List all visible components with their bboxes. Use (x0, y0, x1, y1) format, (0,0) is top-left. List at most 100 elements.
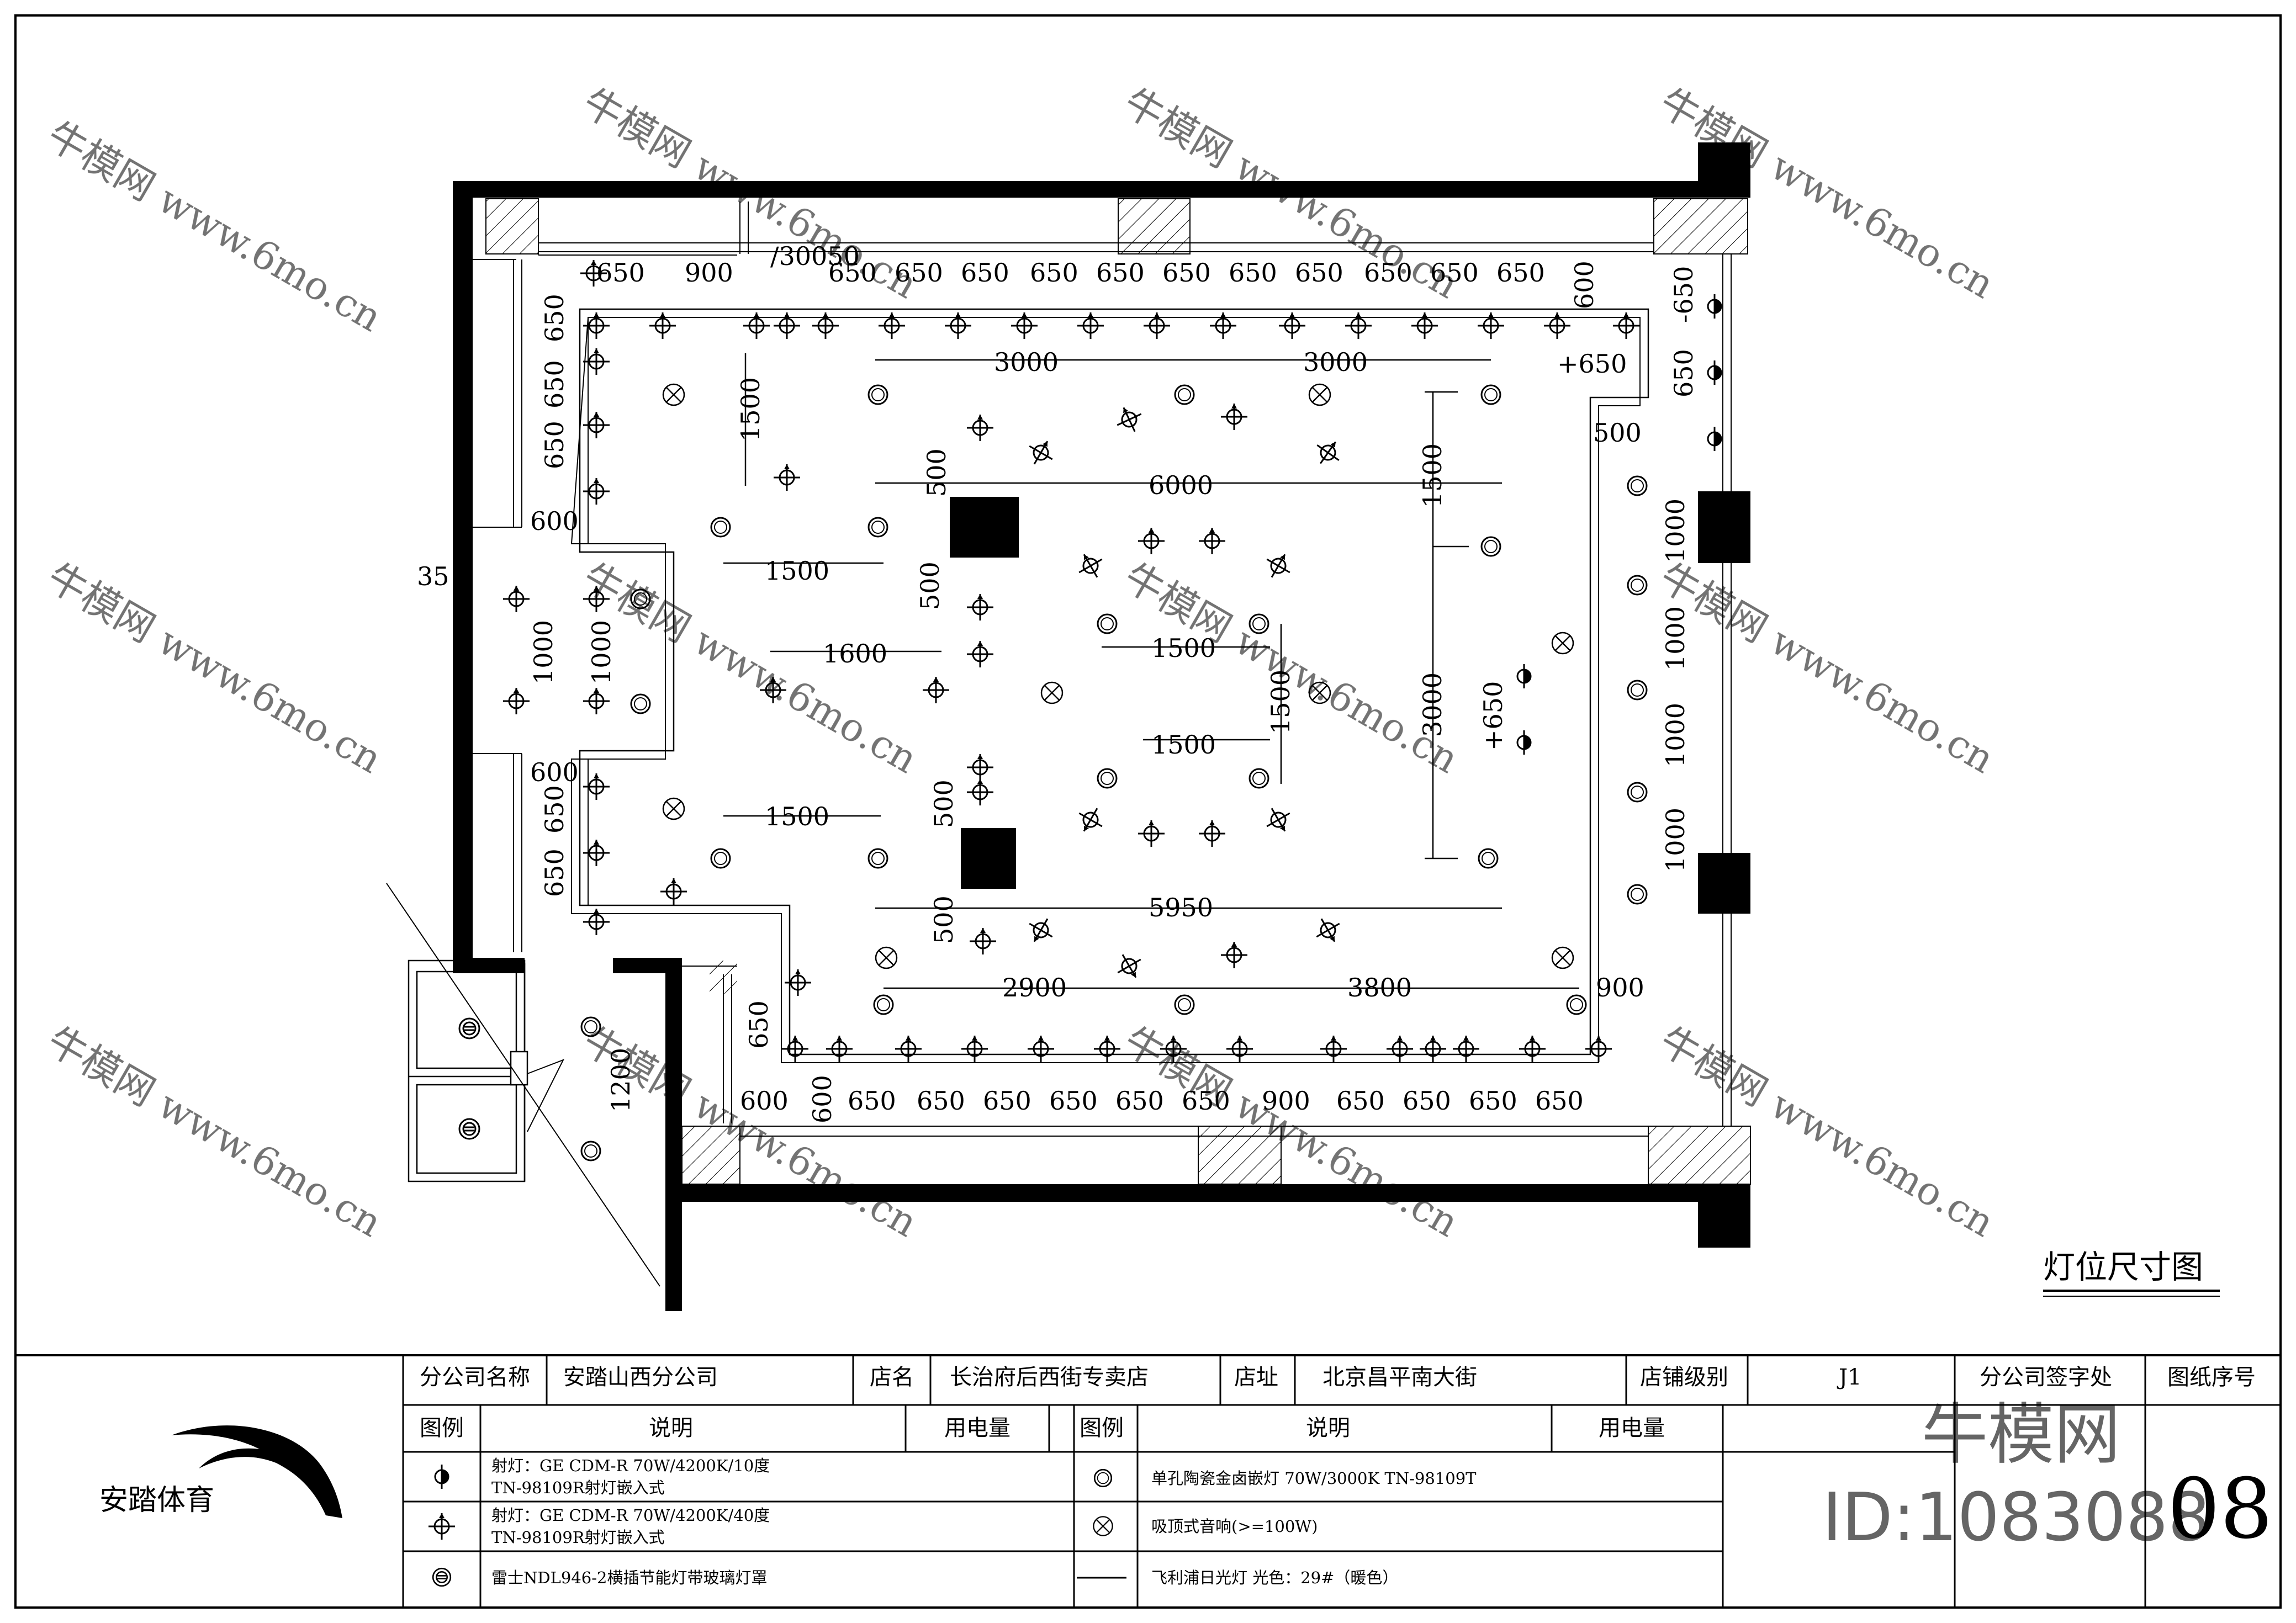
dim-left-35: 35 (417, 561, 449, 591)
dim-bottom-left-650: 650 (744, 1000, 774, 1049)
dim-center: 1500 (765, 802, 829, 831)
dim-center: 1600 (823, 639, 887, 669)
dim-bottom: 650 (1469, 1086, 1517, 1116)
ceiling-speaker-icon (1093, 1516, 1113, 1536)
wall-left (453, 181, 473, 973)
dim-center: 500 (929, 895, 959, 944)
dim-top: 650 (961, 258, 1009, 288)
column-right-1 (1698, 491, 1750, 563)
dim-top: 650 (1096, 258, 1145, 288)
dim-top-right-650: +650 (1557, 349, 1627, 379)
dim-top: 650 (1030, 258, 1078, 288)
dim-entry-1200: 1200 (606, 1048, 636, 1112)
logo-text: 安踏体育 (99, 1484, 214, 1517)
column-center-1 (950, 497, 1019, 558)
tb-label-store: 店名 (870, 1365, 914, 1390)
dim-center: 6000 (1149, 470, 1213, 500)
title-block: 安踏体育 分公司名称 安踏山西分公司 店名 长治府后西街专卖店 店址 北京昌平南… (14, 1354, 2282, 1609)
dim-center: 3000 (1303, 347, 1368, 377)
legend-desc: 射灯：GE CDM-R 70W/4200K/10度 (491, 1456, 770, 1475)
dim-left-650: 650 (539, 294, 569, 342)
dim-center: 1500 (765, 556, 829, 586)
legend-desc: 吸顶式音响(>=100W) (1151, 1517, 1318, 1536)
dim-top: 650 (1496, 258, 1545, 288)
dim-bottom: 900 (1262, 1086, 1310, 1116)
dim-left-650: 650 (539, 360, 569, 409)
anta-logo (171, 1425, 342, 1518)
back-room (386, 883, 660, 1287)
dim-bottom: 650 (848, 1086, 896, 1116)
legend-desc: 雷士NDL946-2横插节能灯带玻璃灯罩 (491, 1568, 768, 1587)
legend-desc: 飞利浦日光灯 光色：29#（暖色） (1151, 1568, 1398, 1587)
wall-entry-top-right (613, 958, 682, 973)
legend-desc: TN-98109R射灯嵌入式 (491, 1528, 665, 1547)
dim-center: 1500 (1266, 670, 1295, 734)
dim-left-650-lower: 650 (539, 848, 569, 897)
dim-top: 650 (1295, 258, 1343, 288)
svg-text:牛模网 www.6mo.cn: 牛模网 www.6mo.cn (1117, 1018, 1467, 1246)
fluorescent-lines (723, 353, 1579, 989)
watermark-id: ID:1083088 (1822, 1479, 2210, 1556)
dim-right-650b: -650 (1669, 266, 1699, 323)
dim-left-650-lower: 650 (539, 785, 569, 834)
dim-bottom: 600 (740, 1086, 789, 1116)
dim-left-600b: 600 (530, 757, 579, 787)
wall-top-right-block (1698, 142, 1750, 198)
watermark-brand: 牛模网 (1922, 1397, 2120, 1473)
dim-top: 650 (1430, 258, 1479, 288)
floor-plan: 650 900 /30050 650 650 650 650 650 650 6… (386, 142, 2220, 1311)
tb-value-store: 长治府后西街专卖店 (950, 1365, 1149, 1390)
desc-header: 说明 (649, 1415, 693, 1441)
dim-center: +650 (1478, 681, 1508, 751)
dim-right-1000: 1000 (1660, 606, 1690, 671)
dim-bottom: 650 (1115, 1086, 1164, 1116)
dim-top: 650 (895, 258, 943, 288)
dim-top: 650 (828, 258, 877, 288)
dim-top: 650 (596, 258, 645, 288)
dim-center: 500 (929, 779, 959, 828)
desc-header: 说明 (1306, 1415, 1350, 1441)
dim-center: 3000 (1417, 672, 1447, 737)
dim-bottom: 650 (917, 1086, 965, 1116)
svg-text:牛模网 www.6mo.cn: 牛模网 www.6mo.cn (40, 554, 390, 782)
sheet-number: 08 (2167, 1461, 2273, 1557)
hatch-3 (1653, 198, 1748, 254)
dim-top-right: 600 (1569, 261, 1599, 309)
dim-top: 900 (685, 258, 733, 288)
legend-desc: 射灯：GE CDM-R 70W/4200K/40度 (491, 1506, 770, 1525)
dim-top: /30050 (770, 241, 860, 271)
dim-center: 1500 (736, 377, 765, 442)
dim-center: 3000 (994, 347, 1059, 377)
dim-right-1000: 1000 (1660, 808, 1690, 872)
hatch-6 (1648, 1126, 1751, 1185)
dim-center: 1500 (1151, 730, 1216, 760)
hatch-4 (681, 1126, 740, 1185)
dim-bottom: 650 (1336, 1086, 1385, 1116)
dim-bottom: 650 (1535, 1086, 1584, 1116)
dim-center: 1500 (1417, 443, 1447, 508)
dim-left-1000b: 1000 (586, 620, 616, 685)
legend-desc: TN-98109R射灯嵌入式 (491, 1478, 665, 1497)
tb-value-address: 北京昌平南大街 (1322, 1365, 1477, 1390)
dim-center: 500 (915, 561, 945, 610)
wall-bottom (665, 1184, 1709, 1202)
dim-right-1000: 1000 (1660, 498, 1690, 563)
energy-saving-lamp-icon (458, 1017, 480, 1039)
svg-text:牛模网 www.6mo.cn: 牛模网 www.6mo.cn (40, 113, 390, 341)
spotlight-10deg-icon (434, 1463, 449, 1490)
ceiling-outline-inner (570, 317, 1641, 1063)
tb-value-level: J1 (1837, 1365, 1861, 1390)
tb-label-company: 分公司名称 (420, 1365, 530, 1390)
svg-text:牛模网 www.6mo.cn: 牛模网 www.6mo.cn (40, 1018, 390, 1246)
dim-right-650a: 650 (1669, 349, 1699, 397)
drawing-title: 灯位尺寸图 (2043, 1248, 2203, 1286)
dim-top: 650 (1229, 258, 1277, 288)
column-right-2 (1698, 853, 1750, 914)
legend-desc: 单孔陶瓷金卤嵌灯 70W/3000K TN-98109T (1151, 1469, 1477, 1488)
tb-label-address: 店址 (1234, 1365, 1278, 1390)
svg-text:牛模网 www.6mo.cn: 牛模网 www.6mo.cn (1652, 554, 2002, 782)
dim-left-600a: 600 (530, 506, 579, 536)
wall-top (453, 181, 1709, 198)
dim-center: 1500 (1151, 633, 1216, 663)
dim-right-1000: 1000 (1660, 703, 1690, 767)
